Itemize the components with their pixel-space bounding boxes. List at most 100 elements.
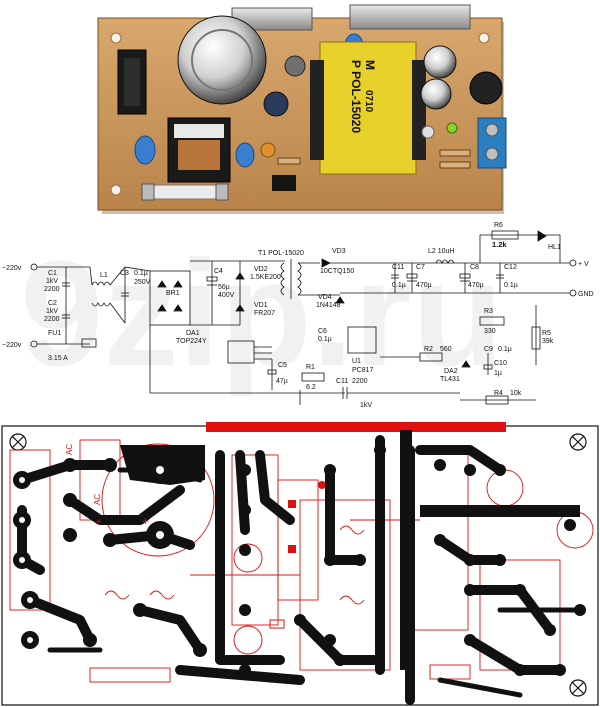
transformer-label-date: 0710 xyxy=(363,90,374,113)
output-gnd-label: GND xyxy=(578,291,594,298)
c11-label: C11 xyxy=(336,378,348,385)
electrolytic-cap xyxy=(263,91,289,117)
c4-value: 56µ xyxy=(218,284,230,291)
c5-value: 47µ xyxy=(276,378,288,385)
r3-value: 330 xyxy=(484,328,496,335)
r4-label: R4 xyxy=(494,390,503,397)
c1-value: 2200 xyxy=(44,286,60,293)
mounting-hole xyxy=(569,679,587,697)
vd2-label: VD2 xyxy=(254,266,268,273)
mount-hole xyxy=(478,32,490,44)
r1-label: R1 xyxy=(306,364,315,371)
c1b-label: C11 xyxy=(392,264,404,271)
ac-label-2: AC xyxy=(93,494,102,505)
mounting-hole xyxy=(569,433,587,451)
fu1-label: FU1 xyxy=(48,330,61,337)
vd4-value: 1N4148 xyxy=(316,302,341,309)
resistor xyxy=(439,149,471,157)
transformer-label: P POL-15020 xyxy=(349,60,363,133)
r5-label: R5 xyxy=(542,330,551,337)
small-cap xyxy=(421,125,435,139)
heatsink-outline xyxy=(206,422,506,432)
c1-voltage: 1kV xyxy=(46,278,58,285)
vd3-value: 10CTQ150 xyxy=(320,268,354,275)
c2-voltage: 1kV xyxy=(46,308,58,315)
resistor xyxy=(439,161,471,169)
c10-value: 1µ xyxy=(494,370,502,377)
optocoupler xyxy=(272,175,296,191)
y-capacitor-2 xyxy=(235,142,255,168)
c6-value: 0.1µ xyxy=(318,336,332,343)
output-capacitor xyxy=(420,78,452,110)
da1-label: DA1 xyxy=(186,330,200,337)
c1-label: C1 xyxy=(48,270,57,277)
c2-label: C2 xyxy=(48,300,57,307)
c7-value: 470µ xyxy=(416,282,432,289)
r3-label: R3 xyxy=(484,308,493,315)
c12-value: 0.1µ xyxy=(504,282,518,289)
vd1-label: VD1 xyxy=(254,302,268,309)
vd1-value: FR207 xyxy=(254,310,275,317)
c4-voltage: 400V xyxy=(218,292,235,299)
vd3-label: VD3 xyxy=(332,248,346,255)
resistor xyxy=(277,157,301,165)
pcb-layout: AC AC + + xyxy=(1,422,599,706)
input-bottom-label: ~220v xyxy=(2,342,22,349)
input-top-label: ~220v xyxy=(2,265,22,272)
c12-label: C12 xyxy=(504,264,517,271)
board-photo: P POL-15020 M 0710 xyxy=(97,4,507,214)
c6-label: C6 xyxy=(318,328,327,335)
c1b-value: 0.1µ xyxy=(392,282,406,289)
plus-label-1: + xyxy=(96,517,102,528)
output-inductor xyxy=(469,71,503,105)
orange-cap xyxy=(260,142,276,158)
mount-hole xyxy=(110,32,122,44)
c8-value: 470µ xyxy=(468,282,484,289)
c9-label: C9 xyxy=(484,346,493,353)
c4-label: C4 xyxy=(214,268,223,275)
u1-label: U1 xyxy=(352,358,361,365)
c8-label: C8 xyxy=(470,264,479,271)
mount-hole xyxy=(110,184,122,196)
y-capacitor xyxy=(134,135,156,165)
plus-label-2: + xyxy=(142,514,149,528)
da2-value: TL431 xyxy=(440,376,460,383)
watermark: 9zip.ru xyxy=(20,229,503,397)
r6-label: R6 xyxy=(494,222,503,229)
fuse xyxy=(149,184,221,200)
schematic: 9zip.ru xyxy=(2,222,594,409)
c3-label: C3 xyxy=(120,270,129,277)
c11-value: 2200 xyxy=(352,378,368,385)
r5-value: 39k xyxy=(542,338,554,345)
bulk-capacitor xyxy=(177,15,267,105)
fu1-value: 3.15 A xyxy=(48,355,68,362)
output-capacitor xyxy=(423,45,457,79)
r1-value: 6.2 xyxy=(306,384,316,391)
c5-label: C5 xyxy=(278,362,287,369)
r2-label: R2 xyxy=(424,346,433,353)
ac-label-1: AC xyxy=(65,444,74,455)
r2-value: 560 xyxy=(440,346,452,353)
c9-value: 0.1µ xyxy=(498,346,512,353)
small-capacitor xyxy=(284,55,306,77)
r6-value: 1.2k xyxy=(492,240,507,249)
output-plus-label: + V xyxy=(578,261,589,268)
c11-voltage: 1kV xyxy=(360,402,372,409)
br1-label: BR1 xyxy=(166,290,180,297)
vd2-value: 1.5KE200 xyxy=(250,274,281,281)
c3-voltage: 250V xyxy=(134,279,151,286)
transformer-label-m: M xyxy=(363,60,377,70)
c7-label: C7 xyxy=(416,264,425,271)
da2-label: DA2 xyxy=(444,368,458,375)
l2-label: L2 10uH xyxy=(428,248,454,255)
c2-value: 2200 xyxy=(44,316,60,323)
led xyxy=(446,122,458,134)
t1-label: T1 POL-15020 xyxy=(258,250,304,257)
da1-value: TOP224Y xyxy=(176,338,207,345)
r4-value: 10k xyxy=(510,390,522,397)
c10-label: C10 xyxy=(494,360,507,367)
l1-label: L1 xyxy=(100,272,108,279)
u1-value: PC817 xyxy=(352,367,374,374)
transformer xyxy=(319,41,417,175)
